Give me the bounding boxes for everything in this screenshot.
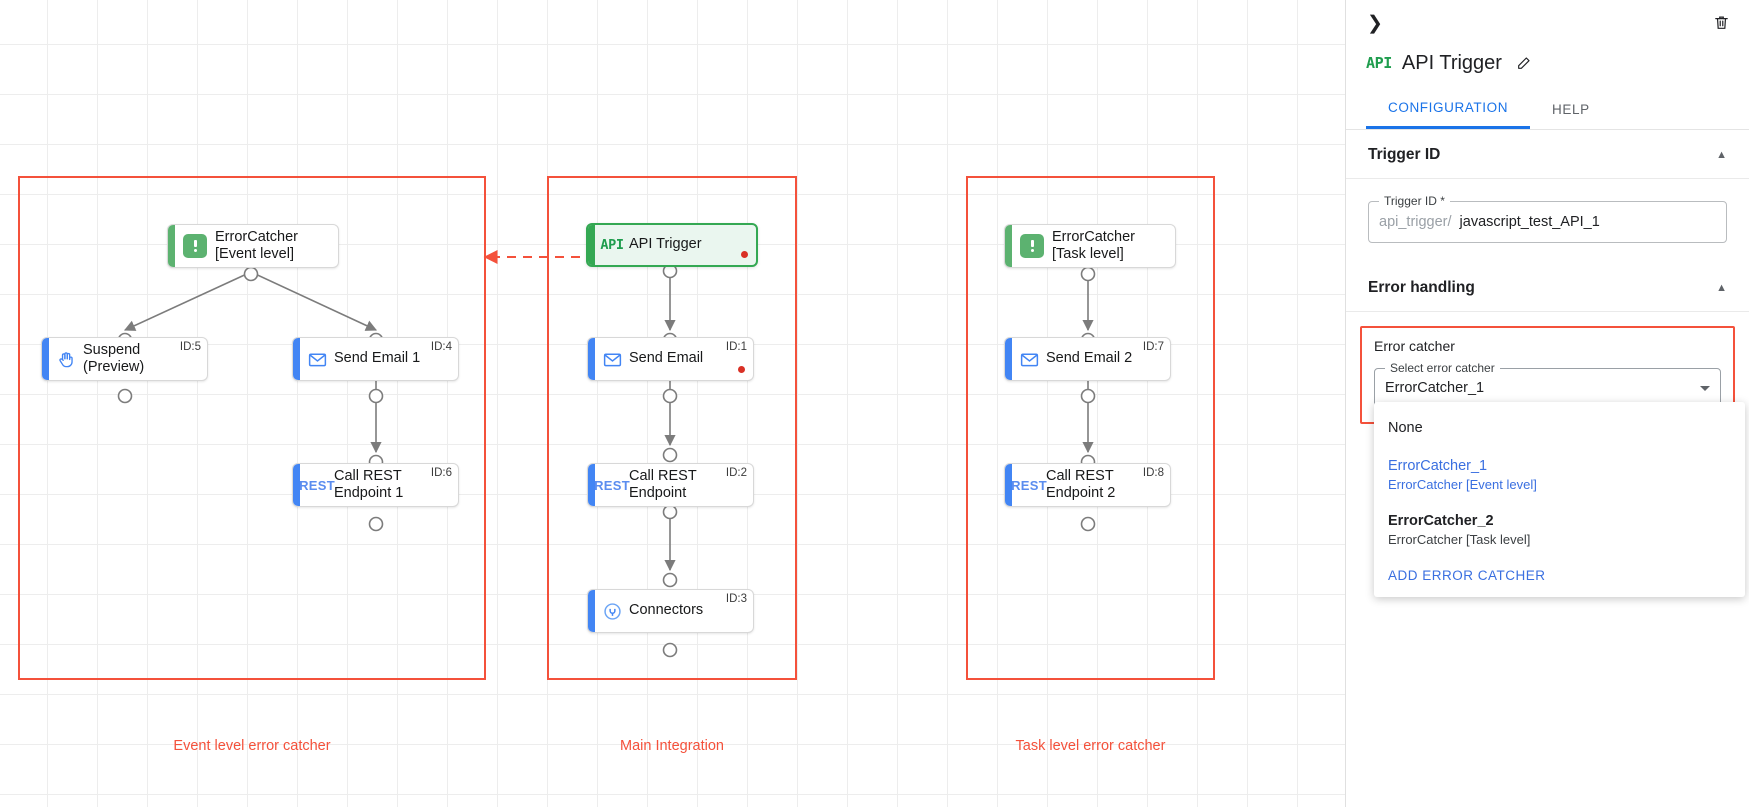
flow-canvas[interactable]: Event level error catcher Main Integrati…	[0, 0, 1345, 807]
api-icon: API	[600, 237, 624, 253]
node-id-badge: ID:3	[725, 593, 747, 605]
rest-icon: REST	[594, 477, 630, 493]
node-accent	[588, 225, 595, 265]
node-error-indicator	[738, 366, 745, 373]
envelope-icon	[595, 349, 629, 370]
node-accent	[1005, 338, 1012, 380]
node-accent	[293, 464, 300, 506]
panel-tabs: CONFIGURATION HELP	[1346, 94, 1749, 130]
dropdown-option-none[interactable]: None	[1374, 410, 1745, 448]
rest-icon: REST	[299, 477, 335, 493]
option-primary: None	[1388, 420, 1423, 436]
node-id-badge: ID:4	[430, 341, 452, 353]
option-secondary: ErrorCatcher [Task level]	[1388, 532, 1531, 548]
error-catcher-select-label: Select error catcher	[1385, 361, 1500, 375]
panel-title-row: API API Trigger	[1346, 46, 1749, 80]
envelope-icon	[1012, 349, 1046, 370]
section-trigger-id[interactable]: Trigger ID ▲	[1346, 130, 1749, 179]
trigger-id-input[interactable]: Trigger ID * api_trigger/ javascript_tes…	[1368, 194, 1727, 243]
node-suspend[interactable]: Suspend (Preview) ID:5	[41, 337, 208, 381]
group-frame-main-integration[interactable]	[547, 176, 797, 680]
node-label: ErrorCatcher [Event level]	[215, 228, 298, 262]
node-label: Connectors	[629, 602, 704, 619]
trigger-id-prefix: api_trigger/	[1379, 214, 1452, 230]
node-send-email-1[interactable]: Send Email 1 ID:4	[292, 337, 459, 381]
error-catcher-dropdown[interactable]: None ErrorCatcher_1 ErrorCatcher [Event …	[1374, 402, 1745, 597]
page-title: API Trigger	[1401, 51, 1502, 74]
hand-icon	[49, 350, 83, 369]
trash-icon[interactable]	[1707, 8, 1735, 36]
node-error-catcher-task-level[interactable]: ErrorCatcher [Task level]	[1004, 224, 1176, 268]
section-error-handling[interactable]: Error handling ▲	[1346, 263, 1749, 312]
group-frame-event-level[interactable]	[18, 176, 486, 680]
error-catcher-icon	[175, 234, 215, 258]
tab-help[interactable]: HELP	[1530, 94, 1612, 129]
node-accent	[1005, 464, 1012, 506]
node-label: Send Email 1	[334, 350, 421, 367]
node-id-badge: ID:1	[725, 341, 747, 353]
node-accent	[588, 590, 595, 632]
panel-toolbar: ❯	[1346, 0, 1749, 46]
node-label: Suspend (Preview)	[83, 341, 145, 375]
node-call-rest-endpoint[interactable]: REST Call REST Endpoint ID:2	[587, 463, 754, 507]
chevron-down-icon[interactable]	[1700, 385, 1710, 391]
node-error-catcher-event-level[interactable]: ErrorCatcher [Event level]	[167, 224, 339, 268]
api-icon: API	[1366, 54, 1392, 72]
option-primary: ErrorCatcher_1	[1388, 457, 1488, 474]
node-send-email[interactable]: Send Email ID:1	[587, 337, 754, 381]
node-label: Call REST Endpoint 1	[334, 467, 404, 501]
node-send-email-2[interactable]: Send Email 2 ID:7	[1004, 337, 1171, 381]
envelope-icon	[300, 349, 334, 370]
node-accent	[588, 338, 595, 380]
option-secondary: ErrorCatcher [Event level]	[1388, 477, 1537, 493]
chevron-up-icon: ▲	[1716, 149, 1727, 161]
trigger-id-value: javascript_test_API_1	[1459, 214, 1600, 230]
dropdown-option-errorcatcher-2[interactable]: ErrorCatcher_2 ErrorCatcher [Task level]	[1374, 503, 1745, 558]
connector-icon	[595, 601, 629, 622]
node-accent	[588, 464, 595, 506]
chevron-up-icon: ▲	[1716, 282, 1727, 294]
node-label: API Trigger	[629, 236, 702, 253]
node-id-badge: ID:6	[430, 467, 452, 479]
node-label: Call REST Endpoint	[629, 467, 697, 501]
rest-icon: REST	[1011, 477, 1047, 493]
node-accent	[293, 338, 300, 380]
node-accent	[1005, 225, 1012, 267]
node-id-badge: ID:8	[1142, 467, 1164, 479]
add-error-catcher-button[interactable]: ADD ERROR CATCHER	[1374, 558, 1745, 591]
error-catcher-box: Error catcher Select error catcher Error…	[1360, 326, 1745, 597]
option-primary: ErrorCatcher_2	[1388, 512, 1494, 529]
error-catcher-select[interactable]: Select error catcher ErrorCatcher_1	[1374, 361, 1721, 408]
node-id-badge: ID:5	[179, 341, 201, 353]
properties-panel: ❯ API API Trigger CONFIGURATION HELP	[1345, 0, 1749, 807]
node-accent	[42, 338, 49, 380]
error-catcher-selected-value: ErrorCatcher_1	[1385, 380, 1485, 396]
trigger-id-label: Trigger ID *	[1379, 194, 1450, 208]
dropdown-option-errorcatcher-1[interactable]: ErrorCatcher_1 ErrorCatcher [Event level…	[1374, 448, 1745, 503]
group-caption-event-level: Event level error catcher	[173, 738, 331, 754]
node-id-badge: ID:7	[1142, 341, 1164, 353]
group-caption-task-level: Task level error catcher	[1015, 738, 1166, 754]
node-connectors[interactable]: Connectors ID:3	[587, 589, 754, 633]
section-title: Trigger ID	[1368, 146, 1441, 163]
node-label: Call REST Endpoint 2	[1046, 467, 1116, 501]
node-label: Send Email	[629, 350, 704, 367]
node-accent	[168, 225, 175, 267]
group-frame-task-level[interactable]	[966, 176, 1215, 680]
node-id-badge: ID:2	[725, 467, 747, 479]
node-label: Send Email 2	[1046, 350, 1133, 367]
group-caption-main-integration: Main Integration	[620, 738, 724, 754]
tab-configuration[interactable]: CONFIGURATION	[1366, 94, 1531, 129]
section-title: Error handling	[1368, 279, 1475, 296]
node-call-rest-endpoint-2[interactable]: REST Call REST Endpoint 2 ID:8	[1004, 463, 1171, 507]
trigger-id-field-wrap: Trigger ID * api_trigger/ javascript_tes…	[1346, 179, 1749, 249]
error-catcher-box-label: Error catcher	[1374, 338, 1455, 354]
error-catcher-icon	[1012, 234, 1052, 258]
chevron-right-icon[interactable]: ❯	[1360, 8, 1390, 38]
node-api-trigger[interactable]: API API Trigger	[586, 223, 758, 267]
node-call-rest-endpoint-1[interactable]: REST Call REST Endpoint 1 ID:6	[292, 463, 459, 507]
node-label: ErrorCatcher [Task level]	[1052, 228, 1135, 262]
node-error-indicator	[741, 251, 748, 258]
pencil-icon[interactable]	[1512, 51, 1536, 75]
